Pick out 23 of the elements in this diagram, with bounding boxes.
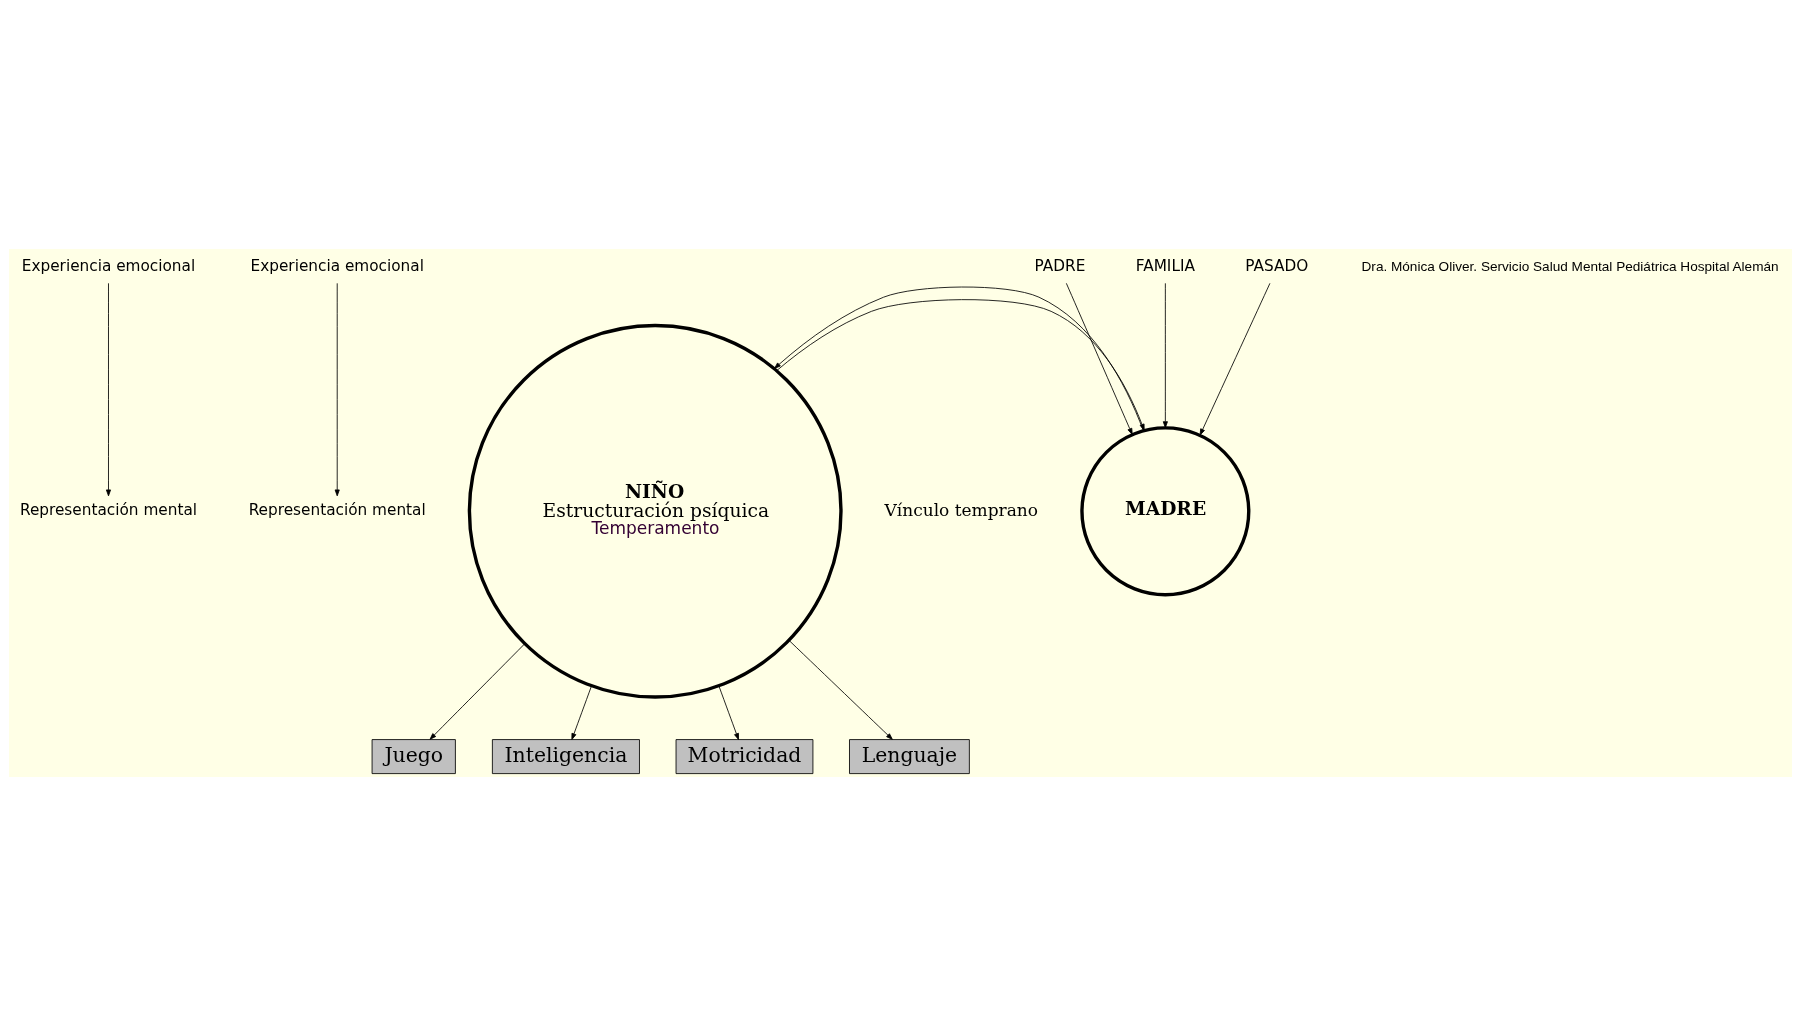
node-box: Inteligencia (491, 738, 640, 774)
label: Vínculo temprano (884, 499, 1039, 520)
node-text: PADRE (1034, 256, 1086, 275)
node-text: Experiencia emocional (21, 256, 196, 275)
arrow (429, 643, 525, 740)
arrow (571, 685, 592, 740)
node-text: Representación mental (248, 500, 426, 519)
node-text: PASADO (1245, 256, 1309, 275)
label: Dra. Mónica Oliver. Servicio Salud Mental Pediátrica Hospital Alemán (1361, 258, 1779, 274)
node-text: Experiencia emocional (250, 256, 424, 275)
arrow (105, 282, 111, 496)
node-box: Juego (371, 738, 456, 774)
node-box: Motricidad (675, 738, 814, 774)
arrow (788, 639, 893, 740)
node-text: Representación mental (19, 500, 198, 519)
arrow (334, 282, 340, 496)
arrow (718, 685, 739, 740)
node-box: Lenguaje (849, 738, 970, 774)
arrow (1199, 282, 1271, 435)
node-circle: NIÑO Estructuración psíquica Temperamento (467, 323, 843, 699)
arrow (1162, 282, 1168, 428)
arrow (1065, 282, 1133, 435)
node-text: FAMILIA (1135, 256, 1195, 275)
